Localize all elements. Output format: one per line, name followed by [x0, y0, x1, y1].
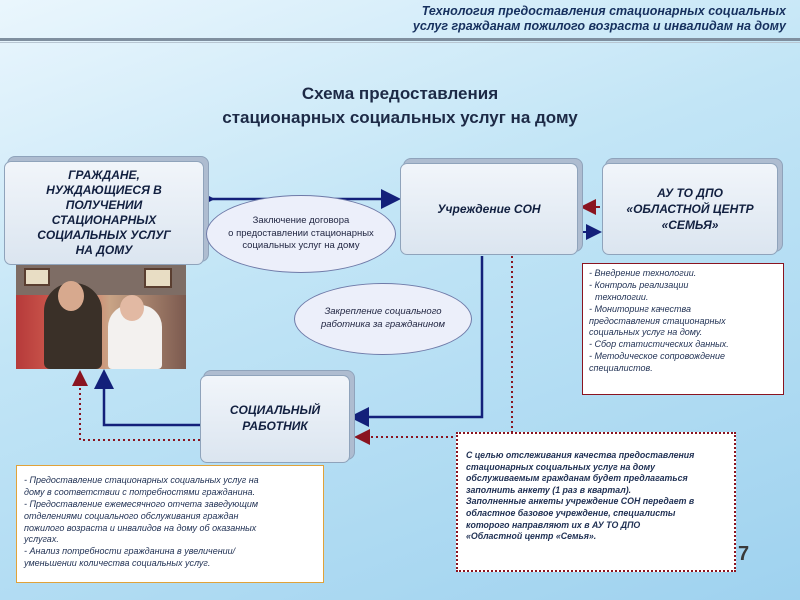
center-task-line: специалистов.	[589, 363, 653, 373]
header-rule	[0, 38, 800, 41]
quality-line: которого направляют их в АУ ТО ДПО	[466, 519, 641, 530]
diagram-title-line-1: Схема предоставления	[301, 84, 499, 103]
social-worker-box: СОЦИАЛЬНЫЙ РАБОТНИК	[200, 375, 350, 463]
contract-line: социальных услуг на дому	[242, 240, 360, 252]
worker-task-line: пожилого возраста и инвалидов на дому об…	[24, 522, 257, 533]
contract-line: о предоставлении стационарных	[228, 227, 374, 239]
worker-task-line: услугах.	[24, 534, 59, 545]
center-line: АУ ТО ДПО	[657, 185, 723, 200]
quality-line: Заполненные анкеты учреждение СОН переда…	[466, 496, 695, 507]
citizens-box: ГРАЖДАНЕ, НУЖДАЮЩИЕСЯ В ПОЛУЧЕНИИ СТАЦИО…	[4, 161, 204, 265]
center-task-line: - Внедрение технологии.	[589, 268, 697, 278]
assign-line: Закрепление социального	[324, 306, 442, 318]
worker-task-line: - Предоставление ежемесячного отчета зав…	[24, 498, 259, 509]
slide-header: Технология предоставления стационарных с…	[0, 0, 800, 44]
worker-task-line: - Предоставление стационарных социальных…	[24, 475, 259, 485]
worker-tasks-note: - Предоставление стационарных социальных…	[16, 465, 324, 583]
diagram-title-line-2: стационарных социальных услуг на дому	[222, 108, 578, 127]
assign-ellipse: Закрепление социального работника за гра…	[294, 283, 472, 355]
center-task-line: - Контроль реализации	[589, 279, 689, 290]
header-rule-thin	[0, 42, 800, 43]
center-task-line: - Сбор статистических данных.	[589, 339, 729, 350]
header-line-2: услуг гражданам пожилого возраста и инва…	[412, 19, 786, 33]
arrow-worker-citizens-dotted	[72, 370, 200, 441]
center-task-line: предоставления стационарных	[589, 315, 726, 326]
citizens-line: ГРАЖДАНЕ,	[68, 168, 140, 182]
citizens-line: НУЖДАЮЩИЕСЯ В	[46, 183, 162, 197]
institution-label: Учреждение СОН	[437, 202, 541, 216]
institution-box: Учреждение СОН	[400, 163, 578, 255]
center-task-line: технологии.	[595, 291, 649, 302]
header-line-1: Технология предоставления стационарных с…	[421, 4, 786, 18]
citizens-line: СТАЦИОНАРНЫХ	[51, 213, 157, 227]
worker-line: РАБОТНИК	[242, 419, 308, 433]
elderly-couple-photo	[16, 265, 186, 369]
quality-line: обслуживаемым гражданам будет предлагать…	[466, 473, 688, 484]
center-box: АУ ТО ДПО «ОБЛАСТНОЙ ЦЕНТР «СЕМЬЯ»	[602, 163, 778, 255]
center-task-line: - Методическое сопровождение	[589, 351, 726, 362]
quality-line: «Областной центр «Семья».	[466, 531, 597, 542]
center-line: «ОБЛАСТНОЙ ЦЕНТР	[626, 201, 754, 216]
assign-line: работника за гражданином	[320, 319, 446, 330]
worker-task-line: - Анализ потребности гражданина в увелич…	[24, 546, 236, 557]
quality-line: заполнить анкету (1 раз в квартал).	[466, 484, 632, 495]
center-task-line: - Мониторинг качества	[589, 303, 691, 314]
quality-control-note: С целью отслеживания качества предоставл…	[456, 432, 736, 572]
contract-line: Заключение договора	[252, 214, 350, 226]
center-task-line: социальных услуг на дому.	[589, 327, 703, 338]
quality-line: областное базовое учреждение, специалист…	[466, 508, 676, 519]
arrow-institution-worker	[349, 256, 484, 427]
center-line: «СЕМЬЯ»	[661, 218, 719, 233]
worker-task-line: отделениями социального обслуживания гра…	[24, 510, 239, 521]
page-number: 7	[738, 543, 750, 565]
worker-task-line: дому в соответствии с потребностями граж…	[24, 486, 256, 497]
citizens-line: ПОЛУЧЕНИИ	[65, 198, 143, 212]
worker-line: СОЦИАЛЬНЫЙ	[229, 403, 321, 418]
citizens-line: СОЦИАЛЬНЫХ УСЛУГ	[37, 228, 171, 242]
citizens-line: НА ДОМУ	[75, 243, 133, 257]
quality-line: стационарных социальных услуг на дому	[466, 461, 655, 472]
worker-task-line: уменьшении количества социальных услуг.	[24, 558, 211, 569]
center-tasks-note: - Внедрение технологии. - Контроль реали…	[582, 263, 784, 395]
quality-line: С целью отслеживания качества предоставл…	[466, 450, 695, 460]
arrow-worker-citizens	[94, 369, 200, 427]
contract-ellipse: Заключение договора о предоставлении ста…	[206, 195, 396, 273]
